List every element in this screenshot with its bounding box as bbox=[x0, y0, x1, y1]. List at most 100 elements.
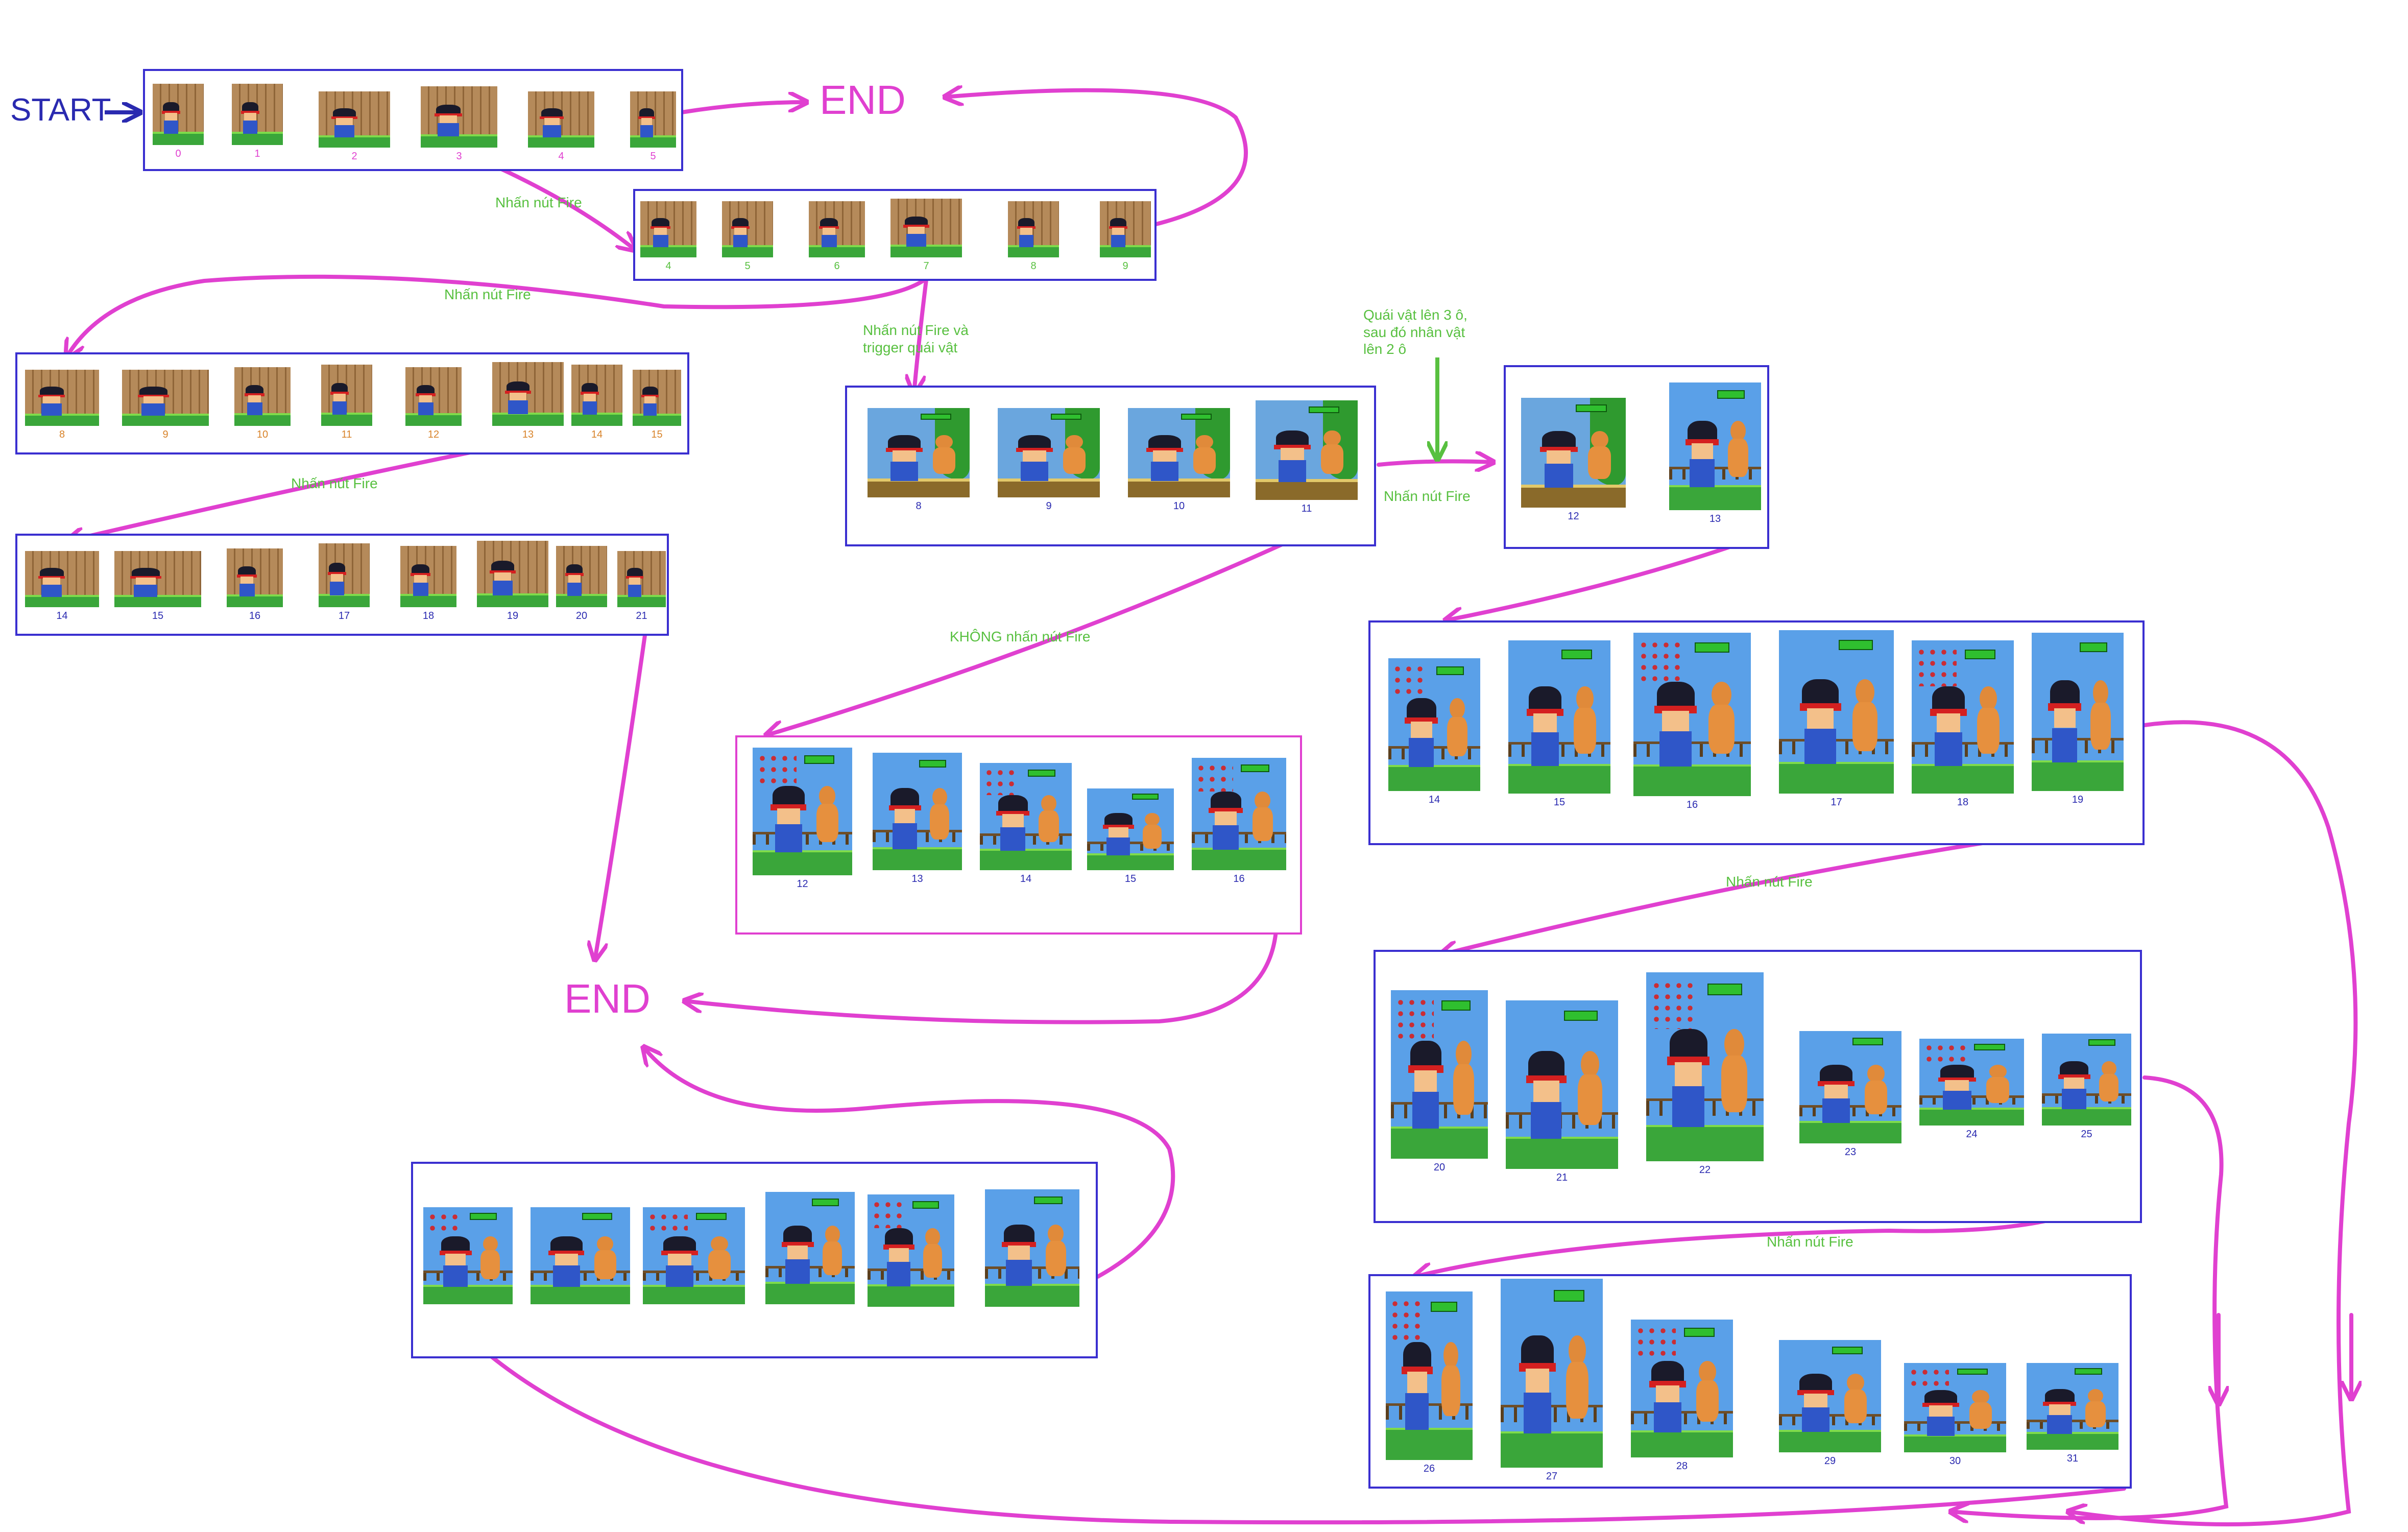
animation-frame bbox=[114, 551, 201, 607]
frame-number-label: 10 bbox=[1173, 500, 1185, 512]
frame-number-label: 4 bbox=[665, 260, 671, 272]
monster-sprite bbox=[592, 1236, 618, 1279]
monster-sprite bbox=[1984, 1065, 2011, 1103]
animation-frame bbox=[319, 543, 370, 607]
hero-sprite bbox=[903, 216, 929, 247]
frame-number-label: 12 bbox=[797, 878, 808, 890]
monster-sprite bbox=[479, 1236, 502, 1279]
animation-frame bbox=[319, 91, 390, 148]
monster-sprite bbox=[2089, 680, 2113, 750]
animation-frame bbox=[640, 201, 696, 257]
monster-sprite bbox=[921, 1228, 944, 1278]
frame-number-label: 5 bbox=[744, 260, 751, 272]
hero-sprite bbox=[888, 788, 921, 849]
edge-label-fire-6: Nhấn nút Fire bbox=[1767, 1234, 1853, 1250]
animation-frame bbox=[643, 1207, 745, 1304]
frame-group-g11 bbox=[411, 1162, 1098, 1358]
animation-frame bbox=[227, 548, 283, 607]
arrow-g2-to-g3 bbox=[66, 274, 931, 357]
animation-frame bbox=[122, 370, 209, 426]
hero-sprite bbox=[2058, 1061, 2090, 1109]
frame-number-label: 23 bbox=[1844, 1146, 1857, 1158]
edge-label-fire-1: Nhấn nút Fire bbox=[495, 195, 582, 210]
animation-frame bbox=[1521, 398, 1626, 508]
frame-number-label: 21 bbox=[1556, 1172, 1568, 1183]
frame-number-label: 12 bbox=[1568, 511, 1579, 522]
animation-frame bbox=[2027, 1363, 2118, 1450]
animation-frame bbox=[423, 1207, 513, 1304]
frame-number-label: 21 bbox=[636, 610, 647, 621]
animation-frame bbox=[1256, 400, 1358, 500]
monster-sprite bbox=[821, 1226, 845, 1275]
frame-number-label: 11 bbox=[1301, 503, 1312, 514]
end-label-top: END bbox=[820, 77, 906, 123]
hero-sprite bbox=[1685, 421, 1719, 487]
hero-sprite bbox=[415, 385, 436, 416]
frame-number-label: 17 bbox=[338, 610, 350, 621]
frame-number-label: 15 bbox=[1553, 797, 1566, 808]
animation-frame bbox=[868, 1194, 954, 1307]
animation-frame bbox=[1779, 630, 1894, 794]
animation-frame bbox=[633, 370, 681, 426]
monster-sprite bbox=[1061, 435, 1088, 474]
frame-number-label: 14 bbox=[591, 429, 603, 440]
edge-label-fire-2: Nhấn nút Fire bbox=[444, 286, 531, 302]
animation-frame bbox=[405, 367, 462, 426]
hero-sprite bbox=[38, 387, 65, 416]
edge-label-no-fire: KHÔNG nhấn nút Fire bbox=[950, 629, 1091, 644]
frame-number-label: 20 bbox=[575, 610, 588, 621]
monster-sprite bbox=[1975, 686, 2002, 754]
animation-frame bbox=[1631, 1320, 1733, 1457]
edge-label-fire-trigger: Nhấn nút Fire và trigger quái vật bbox=[863, 322, 969, 355]
hero-sprite bbox=[244, 385, 265, 416]
monster-sprite bbox=[706, 1236, 733, 1279]
frame-number-label: 14 bbox=[1428, 794, 1440, 805]
hero-sprite bbox=[883, 1228, 914, 1287]
frame-number-label: 13 bbox=[911, 873, 923, 884]
frame-number-label: 31 bbox=[2066, 1453, 2079, 1464]
animation-frame bbox=[868, 408, 970, 497]
monster-sprite bbox=[931, 435, 957, 474]
hero-sprite bbox=[1002, 1225, 1036, 1286]
frame-number-label: 9 bbox=[1046, 500, 1052, 512]
frame-number-label: 13 bbox=[522, 429, 534, 440]
frame-number-label: 1 bbox=[254, 148, 260, 159]
hero-sprite bbox=[236, 566, 257, 597]
hero-sprite bbox=[1017, 218, 1036, 248]
monster-sprite bbox=[814, 786, 840, 842]
frame-number-label: 19 bbox=[507, 610, 519, 621]
edge-label-fire-3: Nhấn nút Fire bbox=[291, 475, 378, 491]
frame-number-label: 26 bbox=[1423, 1463, 1435, 1474]
animation-frame bbox=[1633, 633, 1751, 796]
animation-frame bbox=[1646, 972, 1764, 1161]
hero-sprite bbox=[331, 108, 357, 138]
frame-number-label: 27 bbox=[1546, 1471, 1558, 1482]
animation-frame bbox=[2032, 633, 2124, 791]
hero-sprite bbox=[1016, 435, 1053, 482]
monster-sprite bbox=[1863, 1065, 1889, 1114]
arrow-g5-to-g6 bbox=[1377, 461, 1494, 465]
hero-sprite bbox=[1401, 1342, 1433, 1430]
hero-sprite bbox=[241, 102, 259, 134]
monster-sprite bbox=[1446, 698, 1470, 757]
frame-number-label: 6 bbox=[834, 260, 840, 272]
animation-frame bbox=[1388, 658, 1480, 791]
animation-frame bbox=[1087, 788, 1174, 870]
animation-frame bbox=[617, 551, 666, 607]
animation-frame bbox=[1501, 1279, 1603, 1468]
frame-number-label: 9 bbox=[162, 429, 168, 440]
hero-sprite bbox=[661, 1236, 698, 1287]
hero-sprite bbox=[770, 786, 807, 852]
hero-sprite bbox=[886, 435, 923, 482]
monster-sprite bbox=[1451, 1041, 1476, 1115]
frame-number-label: 30 bbox=[1949, 1455, 1961, 1467]
hero-sprite bbox=[1209, 792, 1243, 850]
animation-frame bbox=[531, 1207, 630, 1304]
hero-sprite bbox=[1539, 430, 1578, 488]
animation-frame bbox=[873, 753, 962, 870]
animation-frame bbox=[1192, 758, 1286, 870]
